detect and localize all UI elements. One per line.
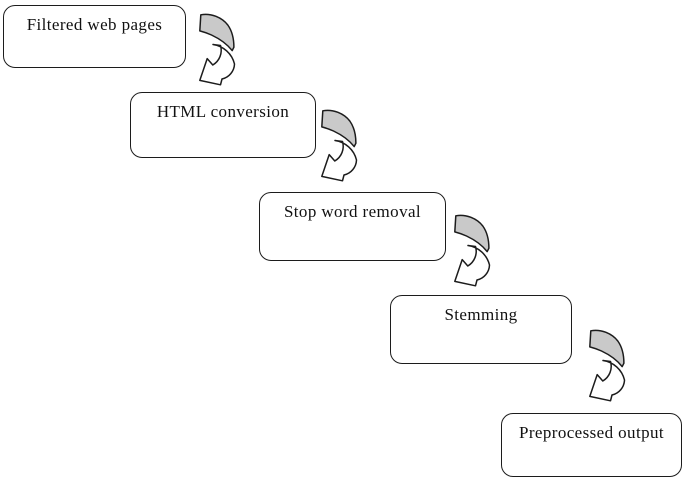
curved-arrow-icon [194, 12, 238, 90]
flow-step-label: HTML conversion [156, 102, 290, 121]
flow-step-label: Preprocessed output [519, 423, 664, 442]
flow-step-stemming: Stemming [390, 295, 572, 364]
flow-step-html-conversion: HTML conversion [130, 92, 316, 158]
flow-step-label: Stop word removal [283, 202, 422, 221]
curved-arrow-icon [449, 213, 493, 291]
curved-arrow-icon [316, 108, 360, 186]
flow-step-stop-word-removal: Stop word removal [259, 192, 446, 261]
curved-arrow-icon [584, 328, 628, 406]
flow-step-label: Filtered web pages [26, 15, 163, 34]
flow-step-filtered-web-pages: Filtered web pages [3, 5, 186, 68]
flow-step-label: Stemming [444, 305, 518, 324]
flow-step-preprocessed-output: Preprocessed output [501, 413, 682, 477]
